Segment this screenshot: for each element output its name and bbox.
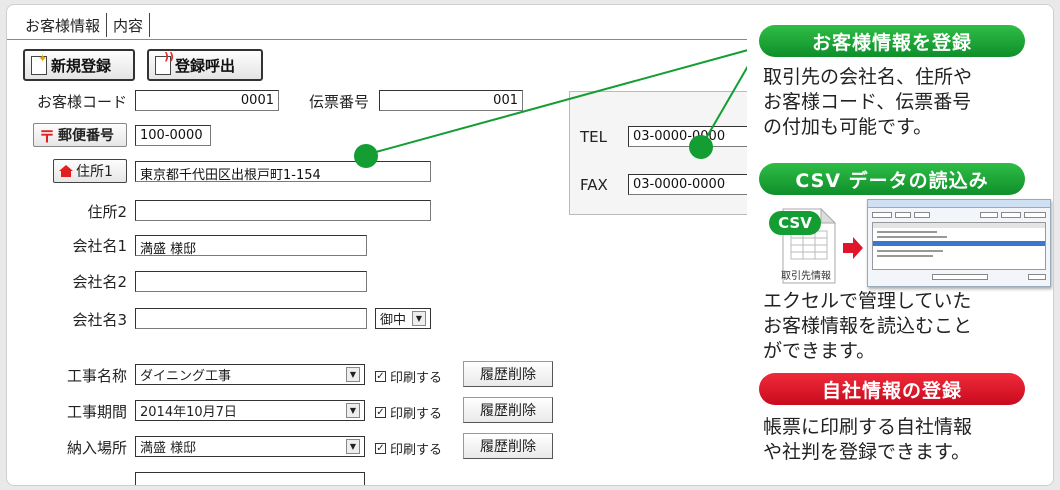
address2-field[interactable] xyxy=(135,200,431,221)
section2-line-3: ができます。 xyxy=(763,340,876,362)
print-label-2: 印刷する xyxy=(390,407,443,422)
history-delete-button-2[interactable]: 履歴削除 xyxy=(463,397,553,423)
customer-code-label: お客様コード xyxy=(36,93,127,111)
checkmark-icon: ✓ xyxy=(375,443,386,454)
new-register-button[interactable]: ✦ 新規登録 xyxy=(23,49,135,81)
recall-document-icon: )) xyxy=(155,51,174,75)
section2-line-1: エクセルで管理していた xyxy=(763,290,972,312)
new-register-label: 新規登録 xyxy=(51,56,112,75)
address2-label: 住所2 xyxy=(87,203,127,221)
postal-code-button-label: 郵便番号 xyxy=(58,128,115,144)
print-checkbox-2[interactable]: ✓ 印刷する xyxy=(375,403,442,422)
chevron-down-icon: ▼ xyxy=(346,367,360,382)
csv-file-caption: 取引先情報 xyxy=(781,271,831,282)
construction-name-select[interactable]: ダイニング工事 ▼ xyxy=(135,364,365,385)
fax-label: FAX xyxy=(580,176,608,194)
delivery-place-select[interactable]: 満盛 様邸 ▼ xyxy=(135,436,365,457)
company1-field[interactable]: 満盛 様邸 xyxy=(135,235,367,257)
chevron-down-icon: ▼ xyxy=(346,403,360,418)
address1-button-label: 住所1 xyxy=(76,164,113,180)
customer-code-field[interactable]: 0001 xyxy=(135,90,279,111)
construction-period-value: 2014年10月7日 xyxy=(140,405,237,420)
company2-field[interactable] xyxy=(135,271,367,292)
print-label-1: 印刷する xyxy=(390,371,443,386)
recall-label: 登録呼出 xyxy=(175,56,236,75)
company3-label: 会社名3 xyxy=(72,311,127,329)
history-delete-button-3[interactable]: 履歴削除 xyxy=(463,433,553,459)
history-delete-button-1[interactable]: 履歴削除 xyxy=(463,361,553,387)
construction-name-value: ダイニング工事 xyxy=(140,369,232,384)
address1-button[interactable]: 住所1 xyxy=(53,159,127,183)
honorific-select[interactable]: 御中 ▼ xyxy=(375,308,431,329)
checkmark-icon: ✓ xyxy=(375,407,386,418)
partial-row-select[interactable] xyxy=(135,472,365,485)
section-company-title: 自社情報の登録 xyxy=(759,373,1025,405)
print-checkbox-3[interactable]: ✓ 印刷する xyxy=(375,439,442,458)
section2-line-2: お客様情報を読込むこと xyxy=(763,315,973,337)
section3-line-2: や社判を登録できます。 xyxy=(763,441,971,463)
section1-line-3: の付加も可能です。 xyxy=(763,116,933,138)
address1-field[interactable]: 東京都千代田区出根戸町1-154 xyxy=(135,161,431,183)
section1-line-2: お客様コード、伝票番号 xyxy=(763,91,972,113)
tab-underline xyxy=(7,39,747,40)
company2-label: 会社名2 xyxy=(72,273,127,291)
arrow-right-icon xyxy=(843,237,863,263)
checkmark-icon: ✓ xyxy=(375,371,386,382)
chevron-down-icon: ▼ xyxy=(412,311,426,326)
tab-bar: お客様情報 内容 xyxy=(19,13,151,37)
section-customer-text: 取引先の会社名、住所や お客様コード、伝票番号 の付加も可能です。 xyxy=(763,65,972,140)
delivery-place-label: 納入場所 xyxy=(66,439,127,457)
screenshot-frame: お客様情報 内容 ✦ 新規登録 )) 登録呼出 お客様コード 0001 伝票番号… xyxy=(6,4,1054,486)
tab-customer-info[interactable]: お客様情報 xyxy=(19,13,108,37)
section3-line-1: 帳票に印刷する自社情報 xyxy=(763,416,973,438)
section-csv-title: CSV データの読込み xyxy=(759,163,1025,195)
callout-line-1 xyxy=(364,46,760,156)
section-customer-title: お客様情報を登録 xyxy=(759,25,1025,57)
section1-line-1: 取引先の会社名、住所や xyxy=(763,66,973,88)
postal-mark-icon: 〒 xyxy=(39,127,56,146)
csv-file-illustration: CSV 取引先情報 xyxy=(769,205,839,287)
tel-label: TEL xyxy=(580,128,607,146)
app-window-thumbnail xyxy=(867,199,1051,287)
print-checkbox-1[interactable]: ✓ 印刷する xyxy=(375,367,442,386)
tel-fax-group: TEL 03-0000-0000 FAX 03-0000-0000 xyxy=(569,91,750,215)
print-label-3: 印刷する xyxy=(390,443,443,458)
construction-name-label: 工事名称 xyxy=(66,367,127,385)
construction-period-label: 工事期間 xyxy=(66,403,127,421)
section-csv-text: エクセルで管理していた お客様情報を読込むこと ができます。 xyxy=(763,289,972,364)
fax-field[interactable]: 03-0000-0000 xyxy=(628,174,750,195)
recall-button[interactable]: )) 登録呼出 xyxy=(147,49,263,81)
section-company-text: 帳票に印刷する自社情報 や社判を登録できます。 xyxy=(763,415,972,465)
slip-number-field[interactable]: 001 xyxy=(379,90,523,111)
slip-number-label: 伝票番号 xyxy=(308,93,369,111)
callout-dot-2 xyxy=(689,135,713,159)
new-document-icon: ✦ xyxy=(31,53,47,75)
tab-contents[interactable]: 内容 xyxy=(107,13,151,37)
company3-field[interactable] xyxy=(135,308,367,329)
csv-badge: CSV xyxy=(769,211,821,235)
delivery-place-value: 満盛 様邸 xyxy=(140,441,197,456)
postal-code-field[interactable]: 100-0000 xyxy=(135,125,211,146)
company1-label: 会社名1 xyxy=(72,237,127,255)
feature-panel: お客様情報を登録 取引先の会社名、住所や お客様コード、伝票番号 の付加も可能で… xyxy=(747,5,1053,485)
chevron-down-icon: ▼ xyxy=(346,439,360,454)
callout-dot-1 xyxy=(354,144,378,168)
honorific-value: 御中 xyxy=(380,313,407,328)
house-icon xyxy=(59,165,73,177)
postal-code-button[interactable]: 〒 郵便番号 xyxy=(33,123,127,147)
construction-period-select[interactable]: 2014年10月7日 ▼ xyxy=(135,400,365,421)
